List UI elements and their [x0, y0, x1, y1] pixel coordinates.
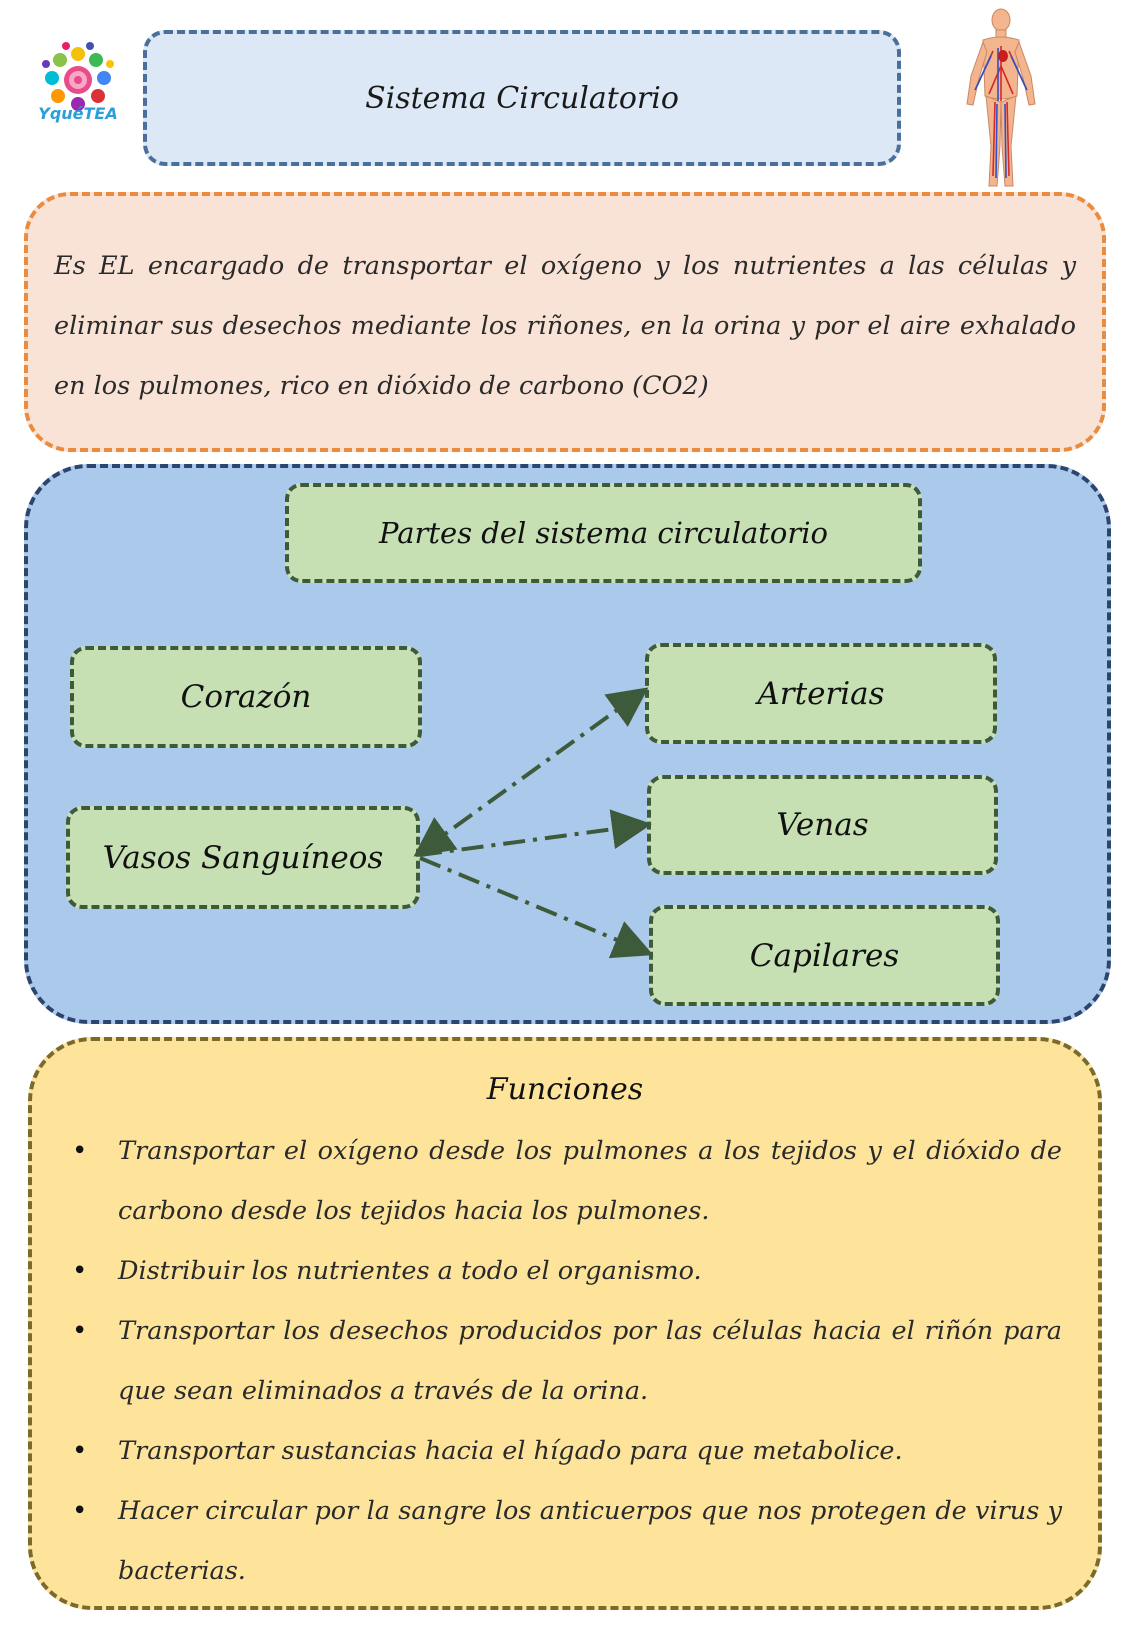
logo-text: YquéTEA: [38, 104, 118, 123]
part-arterias: Arterias: [645, 643, 997, 744]
page-title: Sistema Circulatorio: [365, 80, 679, 116]
function-item: Transportar sustancias hacia el hígado p…: [62, 1421, 1062, 1481]
parts-title: Partes del sistema circulatorio: [285, 483, 922, 583]
part-corazon: Corazón: [70, 646, 422, 748]
title-box: Sistema Circulatorio: [143, 30, 901, 166]
definition-text: Es EL encargado de transportar el oxígen…: [54, 251, 1076, 401]
logo-icon: [42, 42, 114, 111]
function-item: Distribuir los nutrientes a todo el orga…: [62, 1241, 1062, 1301]
part-capilares: Capilares: [649, 905, 1000, 1006]
function-item: Hacer circular por la sangre los anticue…: [62, 1481, 1062, 1601]
function-item: Transportar los desechos producidos por …: [62, 1301, 1062, 1421]
functions-list: Transportar el oxígeno desde los pulmone…: [62, 1121, 1062, 1601]
function-item: Transportar el oxígeno desde los pulmone…: [62, 1121, 1062, 1241]
definition-box: Es EL encargado de transportar el oxígen…: [24, 192, 1106, 452]
functions-title: Funciones: [486, 1072, 644, 1107]
part-vasos-sanguineos: Vasos Sanguíneos: [66, 806, 420, 909]
part-venas: Venas: [647, 775, 998, 875]
human-body-icon: [966, 8, 1036, 187]
